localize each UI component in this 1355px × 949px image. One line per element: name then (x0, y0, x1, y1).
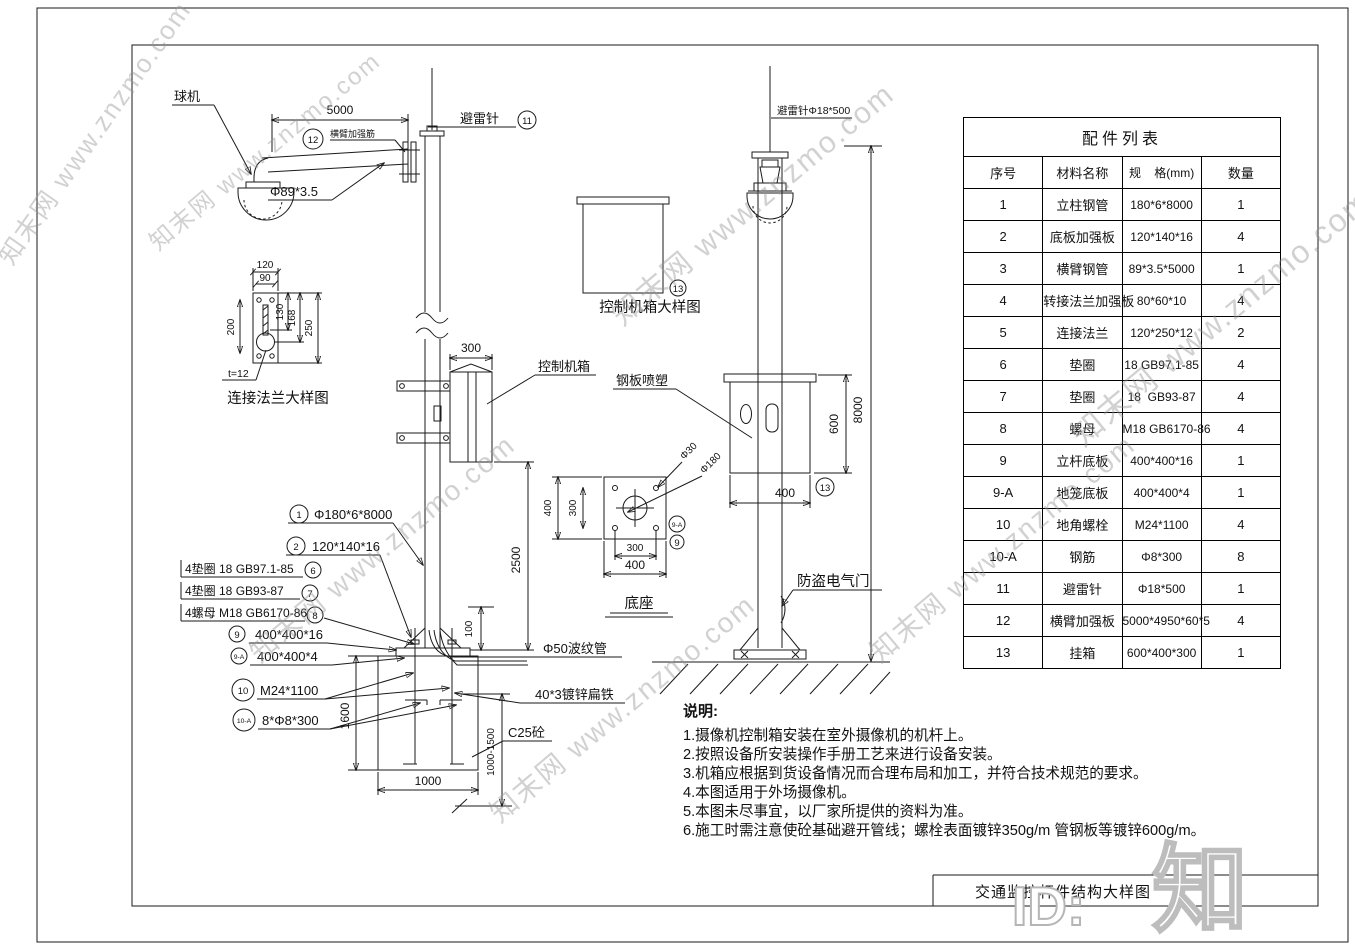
callout-10-text: M24*1100 (260, 683, 318, 698)
arm-length-dim: 5000 (327, 103, 354, 117)
flange-dim-168: 168 (287, 309, 298, 326)
callout-9-num: 9 (234, 630, 239, 641)
notes-section: 说明: 1.摄像机控制箱安装在室外摄像机的机杆上。 2.按照设备所安装操作手册工… (683, 700, 1248, 841)
base-detail-title: 底座 (625, 595, 654, 612)
flange-dim-130: 130 (275, 303, 286, 320)
washer1-text: 4垫圈 18 GB97.1-85 (185, 561, 294, 576)
parts-table-title: 配件列表 (963, 117, 1281, 157)
col-header-qty: 数量 (1200, 156, 1282, 189)
concrete-label: C25砼 (508, 725, 545, 740)
note-item: 1.摄像机控制箱安装在室外摄像机的机杆上。 (683, 728, 973, 744)
callout-9a-text: 400*400*4 (257, 649, 318, 664)
lightning-rod-label: 避雷针 (460, 111, 499, 126)
arm-stiffener-num: 12 (308, 135, 319, 146)
base-center-hole-label: Φ180 (698, 451, 724, 477)
notes-heading: 说明: (683, 703, 718, 720)
callout-1-text: Φ180*6*8000 (314, 507, 392, 522)
door-label: 防盗电气门 (797, 573, 870, 590)
camera-label: 球机 (174, 89, 200, 104)
embed-depth-dim: 1000-1500 (486, 728, 497, 776)
arm-spec-label: Φ89*3.5 (270, 184, 318, 199)
control-box-detail-num: 13 (673, 284, 684, 295)
sheet-border (36, 7, 1349, 943)
col-header-name: 材料名称 (1042, 156, 1123, 189)
powder-coating-label: 钢板喷塑 (616, 373, 668, 388)
nut-num: 8 (312, 611, 317, 622)
callout-2-text: 120*140*16 (312, 539, 380, 554)
base-dim-bottom-inner: 300 (627, 543, 644, 554)
washer2-num: 7 (307, 589, 312, 600)
washer2-text: 4垫圈 18 GB93-87 (185, 583, 284, 598)
base-callout-9: 9 (674, 538, 679, 549)
callout-2-num: 2 (293, 542, 298, 553)
control-box-detail-title: 控制机箱大样图 (599, 299, 701, 316)
front-box-width-dim: 400 (775, 486, 795, 500)
washer1-num: 6 (310, 566, 315, 577)
base-hole-label: Φ30 (678, 441, 700, 463)
control-box-label: 控制机箱 (538, 359, 590, 374)
flange-detail-title: 连接法兰大样图 (227, 390, 329, 407)
col-header-spec: 规 格(mm) (1121, 156, 1202, 189)
box-width-dim: 300 (461, 341, 481, 355)
callout-9a-num: 9-A (234, 654, 245, 661)
front-pole-height-dim: 8000 (851, 396, 865, 423)
base-callout-9a: 9-A (672, 522, 683, 529)
callout-10-num: 10 (238, 686, 249, 697)
base-dim-bottom: 400 (625, 558, 645, 572)
front-box-callout-num: 13 (820, 483, 831, 494)
front-box-height-dim: 600 (827, 414, 841, 434)
conduit-label: Φ50波纹管 (543, 641, 607, 656)
conduit-offset-dim: 100 (464, 620, 475, 637)
note-item: 2.按照设备所安装操作手册工艺来进行设备安装。 (683, 747, 1002, 763)
note-item: 3.机箱应根据到货设备情况而合理布局和加工，并符合技术规范的要求。 (683, 766, 1148, 782)
drawing-title: 交通监控杆件结构大样图 (975, 884, 1152, 901)
lower-pole-dim: 2500 (509, 546, 523, 573)
front-lightning-spec: 避雷针Φ18*500 (777, 104, 850, 117)
base-dim-left-inner: 300 (568, 499, 579, 516)
col-header-no: 序号 (962, 156, 1044, 189)
flange-detail: 120 90 200 130 168 250 t=12 连接法兰大样图 (222, 260, 329, 407)
lightning-rod-callout-num: 11 (522, 116, 532, 127)
note-item: 6.施工时需注意使砼基础避开管线；螺栓表面镀锌350g/m 管钢板等镀锌600g… (683, 823, 1206, 839)
callout-10a-num: 10-A (237, 718, 252, 725)
front-view: 避雷针Φ18*500 600 400 13 8000 防盗电 (652, 66, 891, 695)
flat-iron-label: 40*3镀锌扁铁 (535, 687, 614, 702)
flange-thickness-label: t=12 (228, 368, 249, 380)
callout-1-num: 1 (296, 510, 301, 521)
callout-9-text: 400*400*16 (255, 627, 323, 642)
control-box-detail: 13 控制机箱大样图 (576, 196, 701, 316)
flange-dim-120: 120 (257, 260, 274, 271)
flange-dim-250: 250 (304, 319, 315, 336)
foundation-width-dim: 1000 (415, 774, 442, 788)
flange-dim-200: 200 (226, 318, 237, 335)
note-item: 4.本图适用于外场摄像机。 (683, 785, 856, 801)
callout-10a-text: 8*Φ8*300 (262, 713, 319, 728)
foundation-depth-dim: 1600 (338, 702, 352, 729)
arm-stiffener-label: 横臂加强筋 (330, 128, 375, 139)
note-item: 5.本图未尽事宜，以厂家所提供的资料为准。 (683, 804, 973, 820)
side-view: 避雷针 11 球机 5000 12 横臂加强筋 Φ89*3.5 (172, 68, 753, 814)
base-plate-detail: 400 300 300 400 Φ30 Φ180 9-A 9 底座 (543, 441, 724, 618)
base-dim-left: 400 (543, 499, 554, 516)
flange-dim-90: 90 (259, 273, 271, 284)
nut-text: 4螺母 M18 GB6170-86 (185, 606, 307, 620)
